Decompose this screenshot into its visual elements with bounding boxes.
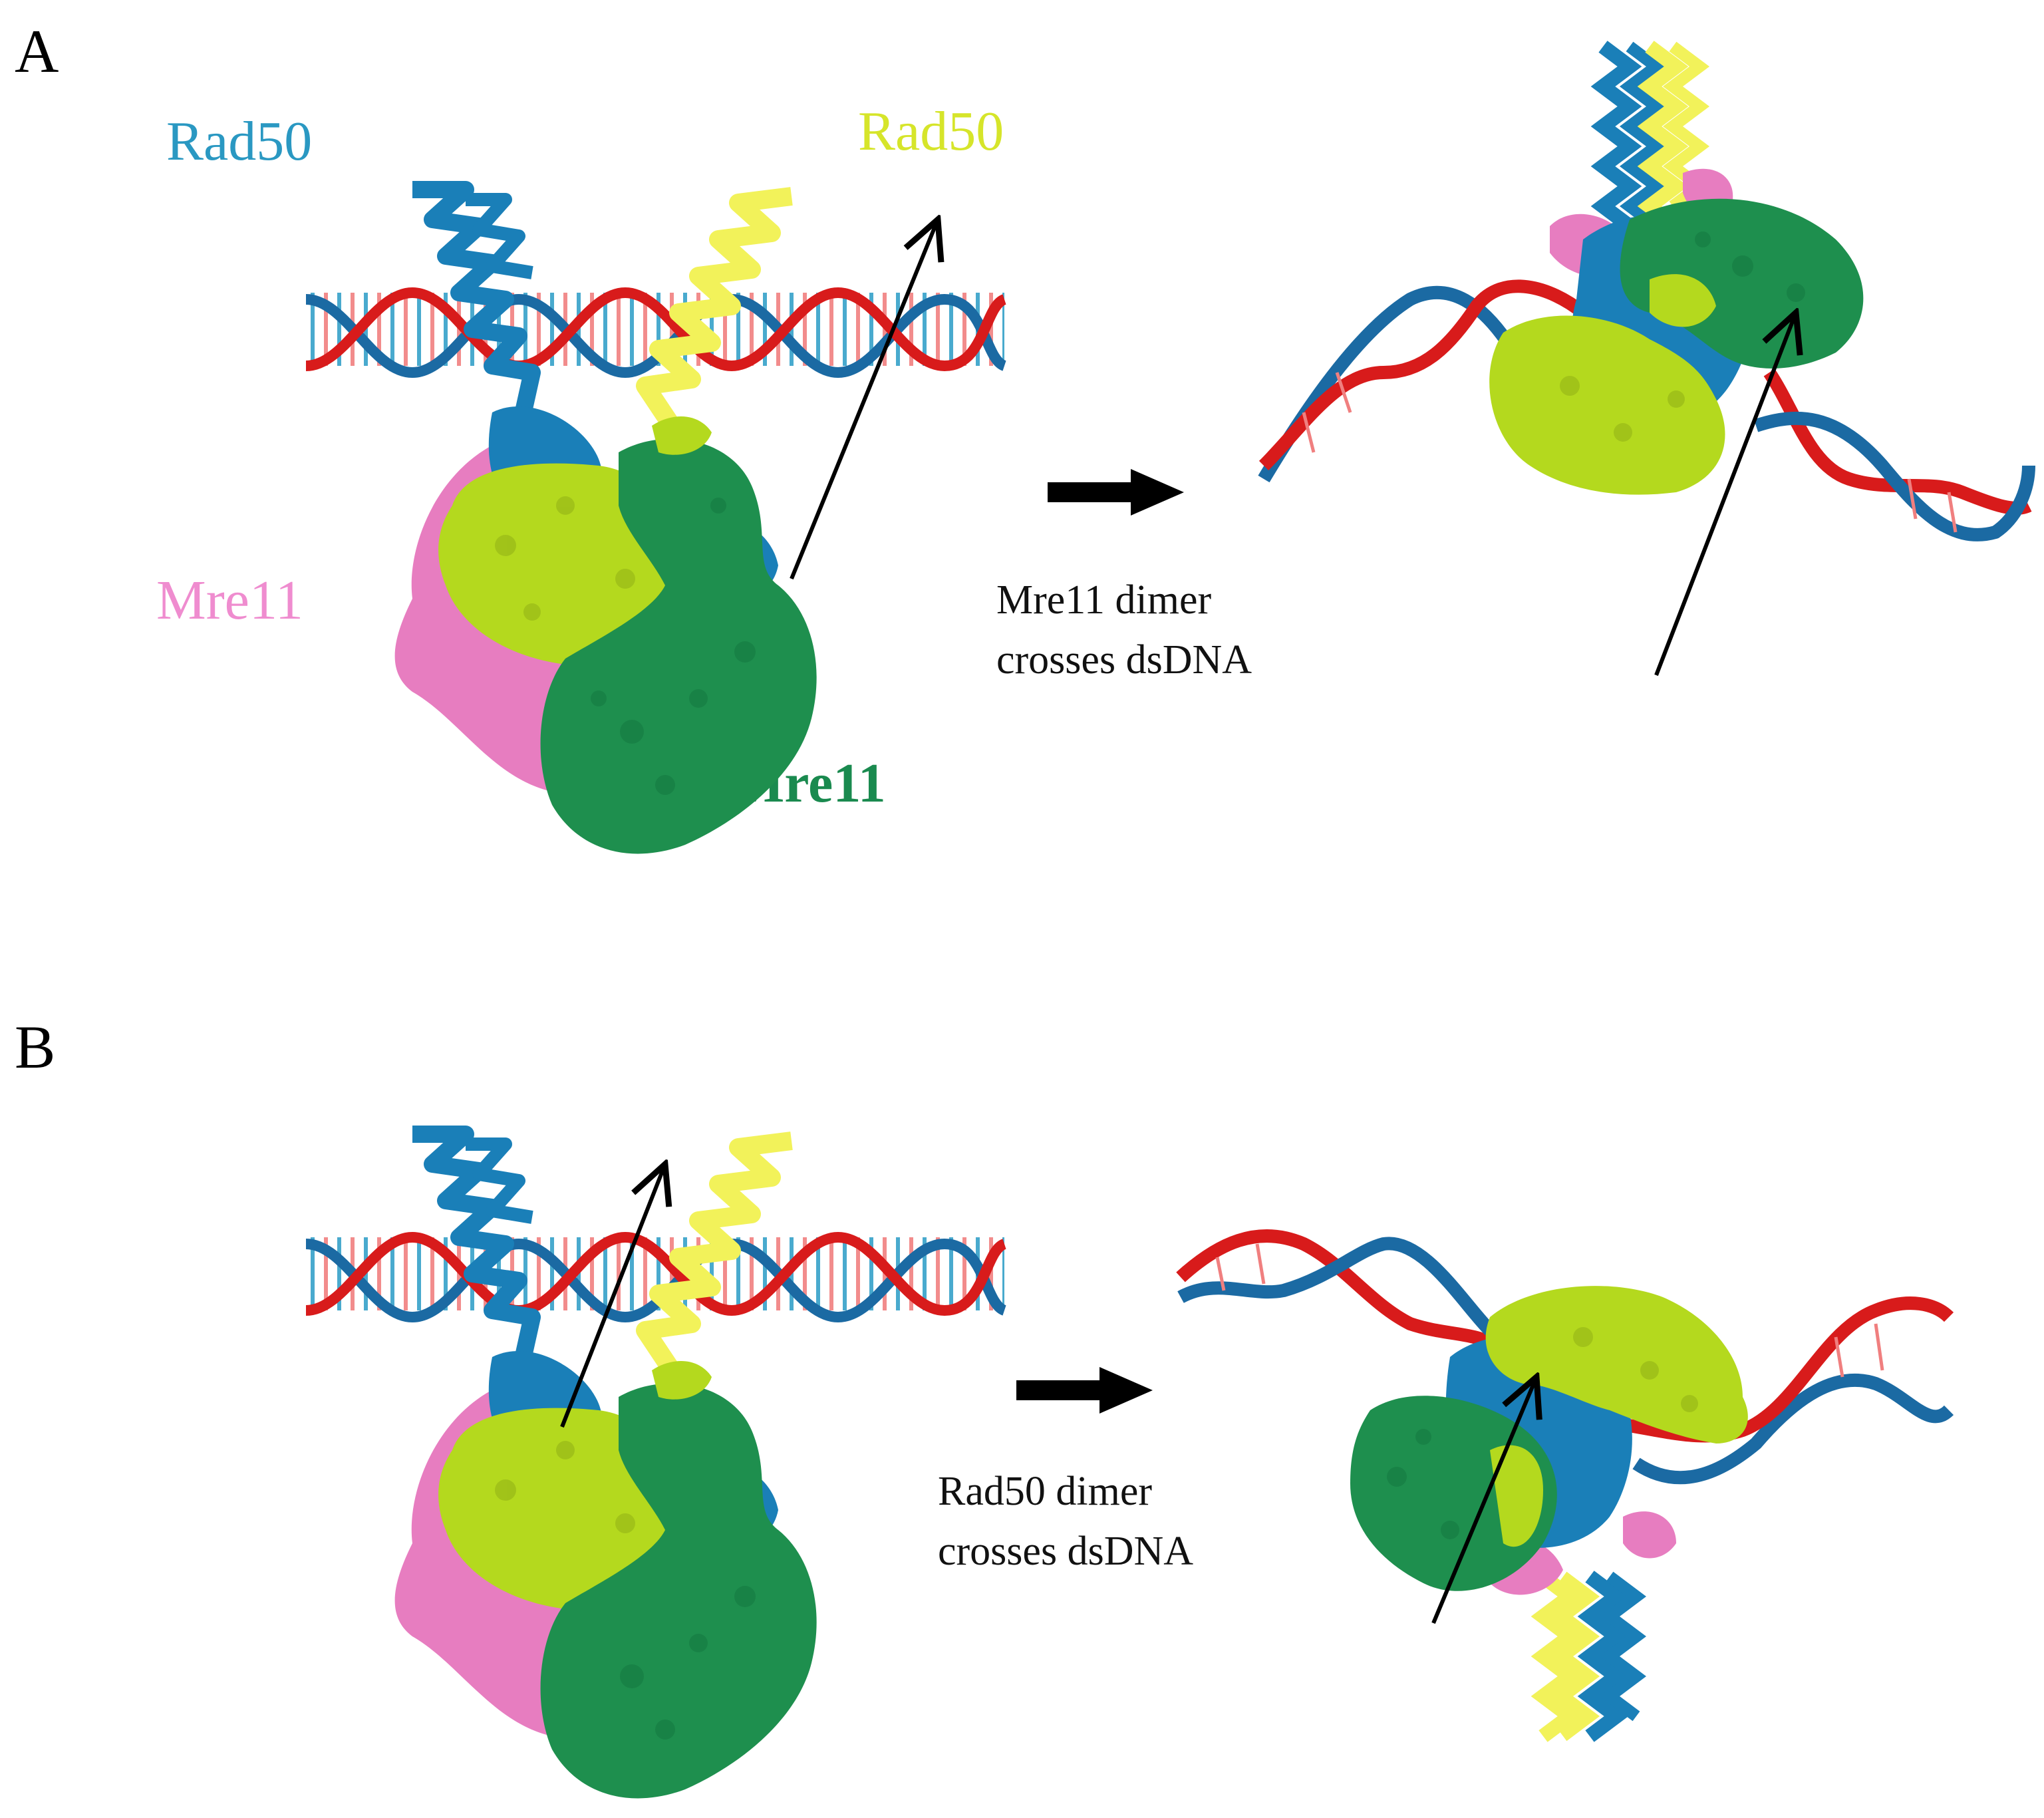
mrn-complex-a-right bbox=[1258, 41, 2035, 677]
axis-arrow-a-left bbox=[790, 220, 938, 580]
rad50-coil-yellow bbox=[636, 187, 793, 431]
mre11-lime-domain bbox=[438, 463, 673, 665]
dsdna-a-left bbox=[305, 287, 1007, 379]
caption-a-line2: crosses dsDNA bbox=[996, 637, 1252, 682]
axis-arrow-a-right bbox=[1654, 313, 1796, 677]
caption-b-line1: Rad50 dimer bbox=[938, 1469, 1152, 1514]
panel-letter-b: B bbox=[15, 1013, 55, 1081]
label-rad50-yellow: Rad50 bbox=[858, 100, 1004, 162]
label-rad50-blue: Rad50 bbox=[166, 110, 312, 172]
axis-arrow-b-right bbox=[1431, 1377, 1536, 1624]
mre11-green-domain bbox=[540, 438, 817, 854]
panel-b: B Rad50 dimer crosses dsDNA bbox=[15, 1013, 1954, 1799]
axis-arrow-b-left bbox=[560, 1164, 665, 1428]
caption-a-line1: Mre11 dimer bbox=[996, 577, 1211, 623]
rad50-coil-blue bbox=[412, 181, 541, 434]
mrn-complex-a-left bbox=[305, 181, 1007, 854]
label-mre11-pink: Mre11 bbox=[156, 569, 303, 631]
mrn-complex-b-right bbox=[1176, 1229, 1954, 1742]
panel-a: A Rad50 Rad50 Mre11 Mre11 bbox=[15, 17, 2035, 854]
transition-arrow-b bbox=[1016, 1367, 1153, 1414]
caption-b-line2: crosses dsDNA bbox=[938, 1529, 1193, 1574]
panel-letter-a: A bbox=[15, 17, 59, 85]
mrn-complex-b-left bbox=[305, 1126, 1007, 1799]
transition-arrow-a bbox=[1048, 469, 1184, 516]
